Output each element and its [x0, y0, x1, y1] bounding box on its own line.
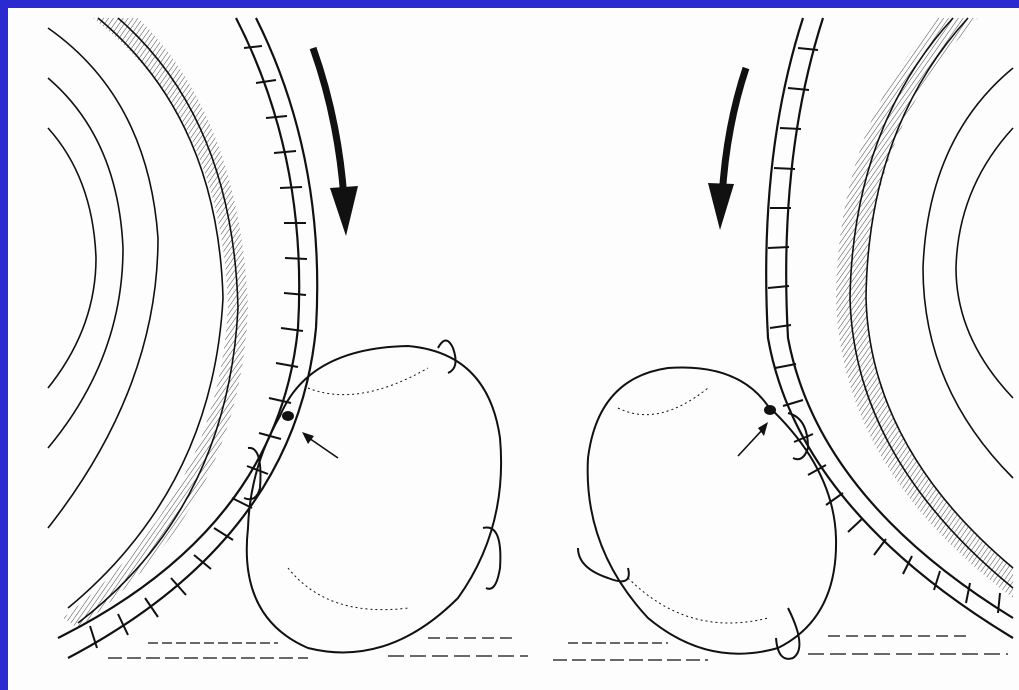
left-panel: [48, 18, 528, 658]
arrow-down-icon: [708, 68, 746, 230]
ground-lines-right: [553, 636, 1008, 660]
hatched-band-right: [836, 18, 1013, 598]
hatched-band-left: [63, 18, 248, 628]
right-panel: [553, 18, 1013, 660]
pointer-arrow-icon: [738, 422, 768, 456]
drum-arcs-left: [48, 18, 238, 623]
ground-lines-left: [108, 638, 528, 658]
rolling-fruit-right: [578, 367, 836, 658]
diagram-canvas: [8, 8, 1019, 690]
rolling-fruit-left: [244, 341, 501, 653]
arrow-down-icon: [313, 48, 358, 236]
pointer-arrow-icon: [302, 432, 338, 458]
illustration-frame: [8, 8, 1019, 690]
